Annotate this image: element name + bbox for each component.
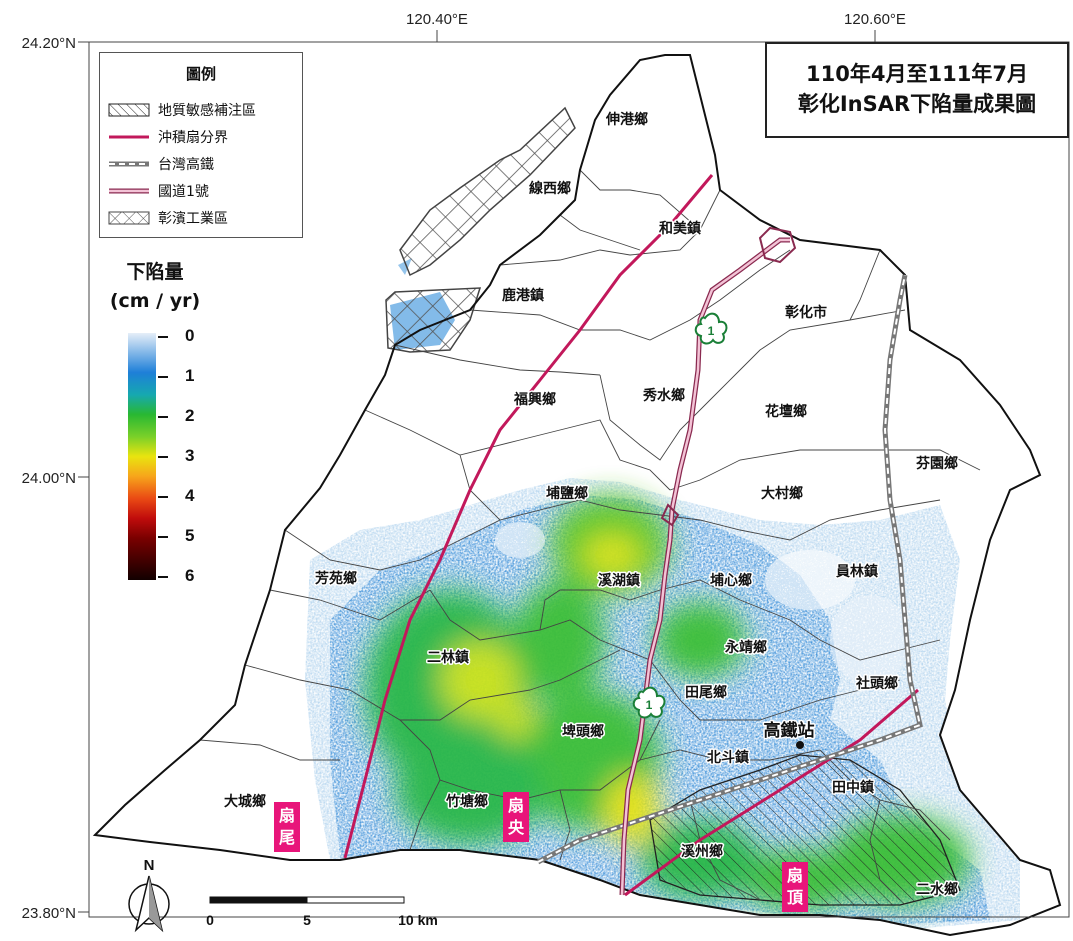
colorbar-title-line2: (cm / yr) (109, 290, 201, 312)
svg-text:N: N (144, 857, 155, 874)
town-hemei: 和美鎮 (659, 220, 701, 237)
town-puyan: 埔鹽鄉 (546, 485, 588, 502)
colorbar-label-2: 2 (185, 406, 195, 425)
hsr-station-marker (796, 741, 804, 749)
scale-label-5: 5 (303, 912, 311, 928)
lat-label-3: 23.80°N (22, 905, 76, 922)
fan-middle-label: 扇 央 (503, 792, 529, 842)
town-shetou: 社頭鄉 (855, 675, 898, 692)
colorbar-label-3: 3 (185, 446, 195, 465)
colorbar-label-1: 1 (185, 366, 195, 385)
colorbar-title: 下陷量 (cm / yr) (100, 258, 210, 316)
town-xizhou: 溪州鄉 (681, 843, 723, 860)
highway-shield-south: 1 (632, 686, 666, 719)
town-puxin: 埔心鄉 (710, 572, 752, 589)
town-lukang: 鹿港鎮 (501, 287, 544, 304)
north-arrow-icon: N (128, 857, 170, 933)
town-hsr-station: 高鐵站 (764, 720, 815, 741)
town-fangyuan: 芳苑鄉 (315, 570, 357, 587)
lat-label-2: 24.00°N (22, 470, 76, 487)
lon-label-1: 120.40°E (406, 11, 468, 28)
map-title-box: 110年4月至111年7月 彰化InSAR下陷量成果圖 (765, 42, 1069, 138)
national-highway-1 (619, 226, 797, 896)
scale-bar: 0 5 10 km (206, 896, 438, 928)
svg-text:1: 1 (646, 698, 653, 712)
colorbar-label-6: 6 (185, 566, 195, 585)
town-fuxing: 福興鄉 (513, 391, 556, 408)
map-title-line2: 彰化InSAR下陷量成果圖 (797, 92, 1037, 116)
township-labels: 伸港鄉 線西鄉 和美鎮 鹿港鎮 彰化市 福興鄉 秀水鄉 花壇鄉 芬園鄉 埔鹽鄉 … (223, 110, 960, 900)
colorbar-title-line1: 下陷量 (126, 261, 184, 283)
graticule-ticks (78, 30, 876, 913)
lat-label-1: 24.20°N (22, 35, 76, 52)
changbin-industrial-zone (385, 106, 576, 353)
town-zhutang: 竹塘鄉 (445, 793, 488, 810)
lon-label-2: 120.60°E (844, 11, 906, 28)
map-title-line1: 110年4月至111年7月 (806, 62, 1028, 86)
legend-item-hsr: 台灣高鐵 (108, 153, 214, 175)
town-changhua: 彰化市 (785, 304, 827, 321)
town-tianwei: 田尾鄉 (685, 684, 727, 701)
town-xihu: 溪湖鎮 (598, 572, 640, 589)
highway-line-icon (109, 188, 149, 194)
map-legend: 圖例 地質敏感補注區 沖積扇分界 台灣高鐵 國道1號 彰濱工業區 (99, 52, 303, 238)
colorbar-gradient (128, 333, 156, 580)
legend-item-industrial-zone: 彰濱工業區 (108, 207, 228, 229)
hatch-swatch-icon (108, 103, 150, 117)
town-dacheng: 大城鄉 (224, 793, 266, 810)
town-fenyuan: 芬園鄉 (915, 455, 958, 472)
fan-top-label: 扇 頂 (782, 862, 808, 912)
scale-label-0: 0 (206, 912, 214, 928)
colorbar-label-5: 5 (185, 526, 195, 545)
town-yuanlin: 員林鎮 (835, 563, 878, 580)
legend-item-highway: 國道1號 (108, 180, 209, 202)
legend-title: 圖例 (185, 65, 216, 83)
colorbar-label-0: 0 (185, 326, 195, 345)
colorbar-label-4: 4 (185, 486, 195, 505)
town-dacun: 大村鄉 (761, 485, 803, 502)
town-xiushui: 秀水鄉 (642, 387, 685, 404)
magenta-line-icon (109, 135, 149, 139)
fan-tail-label: 扇 尾 (274, 802, 300, 852)
crosshatch-swatch-icon (108, 211, 150, 225)
town-ershui: 二水鄉 (916, 881, 958, 898)
town-pitou: 埤頭鄉 (562, 723, 604, 740)
town-yongjing: 永靖鄉 (724, 639, 767, 656)
scale-label-10: 10 km (398, 912, 438, 928)
town-xianxi: 線西鄉 (529, 180, 571, 197)
svg-text:1: 1 (708, 324, 715, 338)
town-shengang: 伸港鄉 (605, 111, 648, 128)
highway-shield-north: 1 (694, 312, 728, 345)
county-boundary (92, 54, 1062, 937)
town-tianzhong: 田中鎮 (832, 779, 874, 796)
map-frame (88, 41, 1070, 918)
alluvial-fan-boundary (343, 174, 919, 897)
legend-item-recharge-zone: 地質敏感補注區 (108, 99, 256, 121)
rail-line-icon (109, 161, 149, 167)
town-huatan: 花壇鄉 (765, 403, 807, 420)
high-speed-rail (536, 274, 923, 865)
town-beidou: 北斗鎮 (707, 749, 749, 766)
town-erlin: 二林鎮 (427, 649, 469, 666)
legend-item-fan-boundary: 沖積扇分界 (108, 126, 228, 148)
